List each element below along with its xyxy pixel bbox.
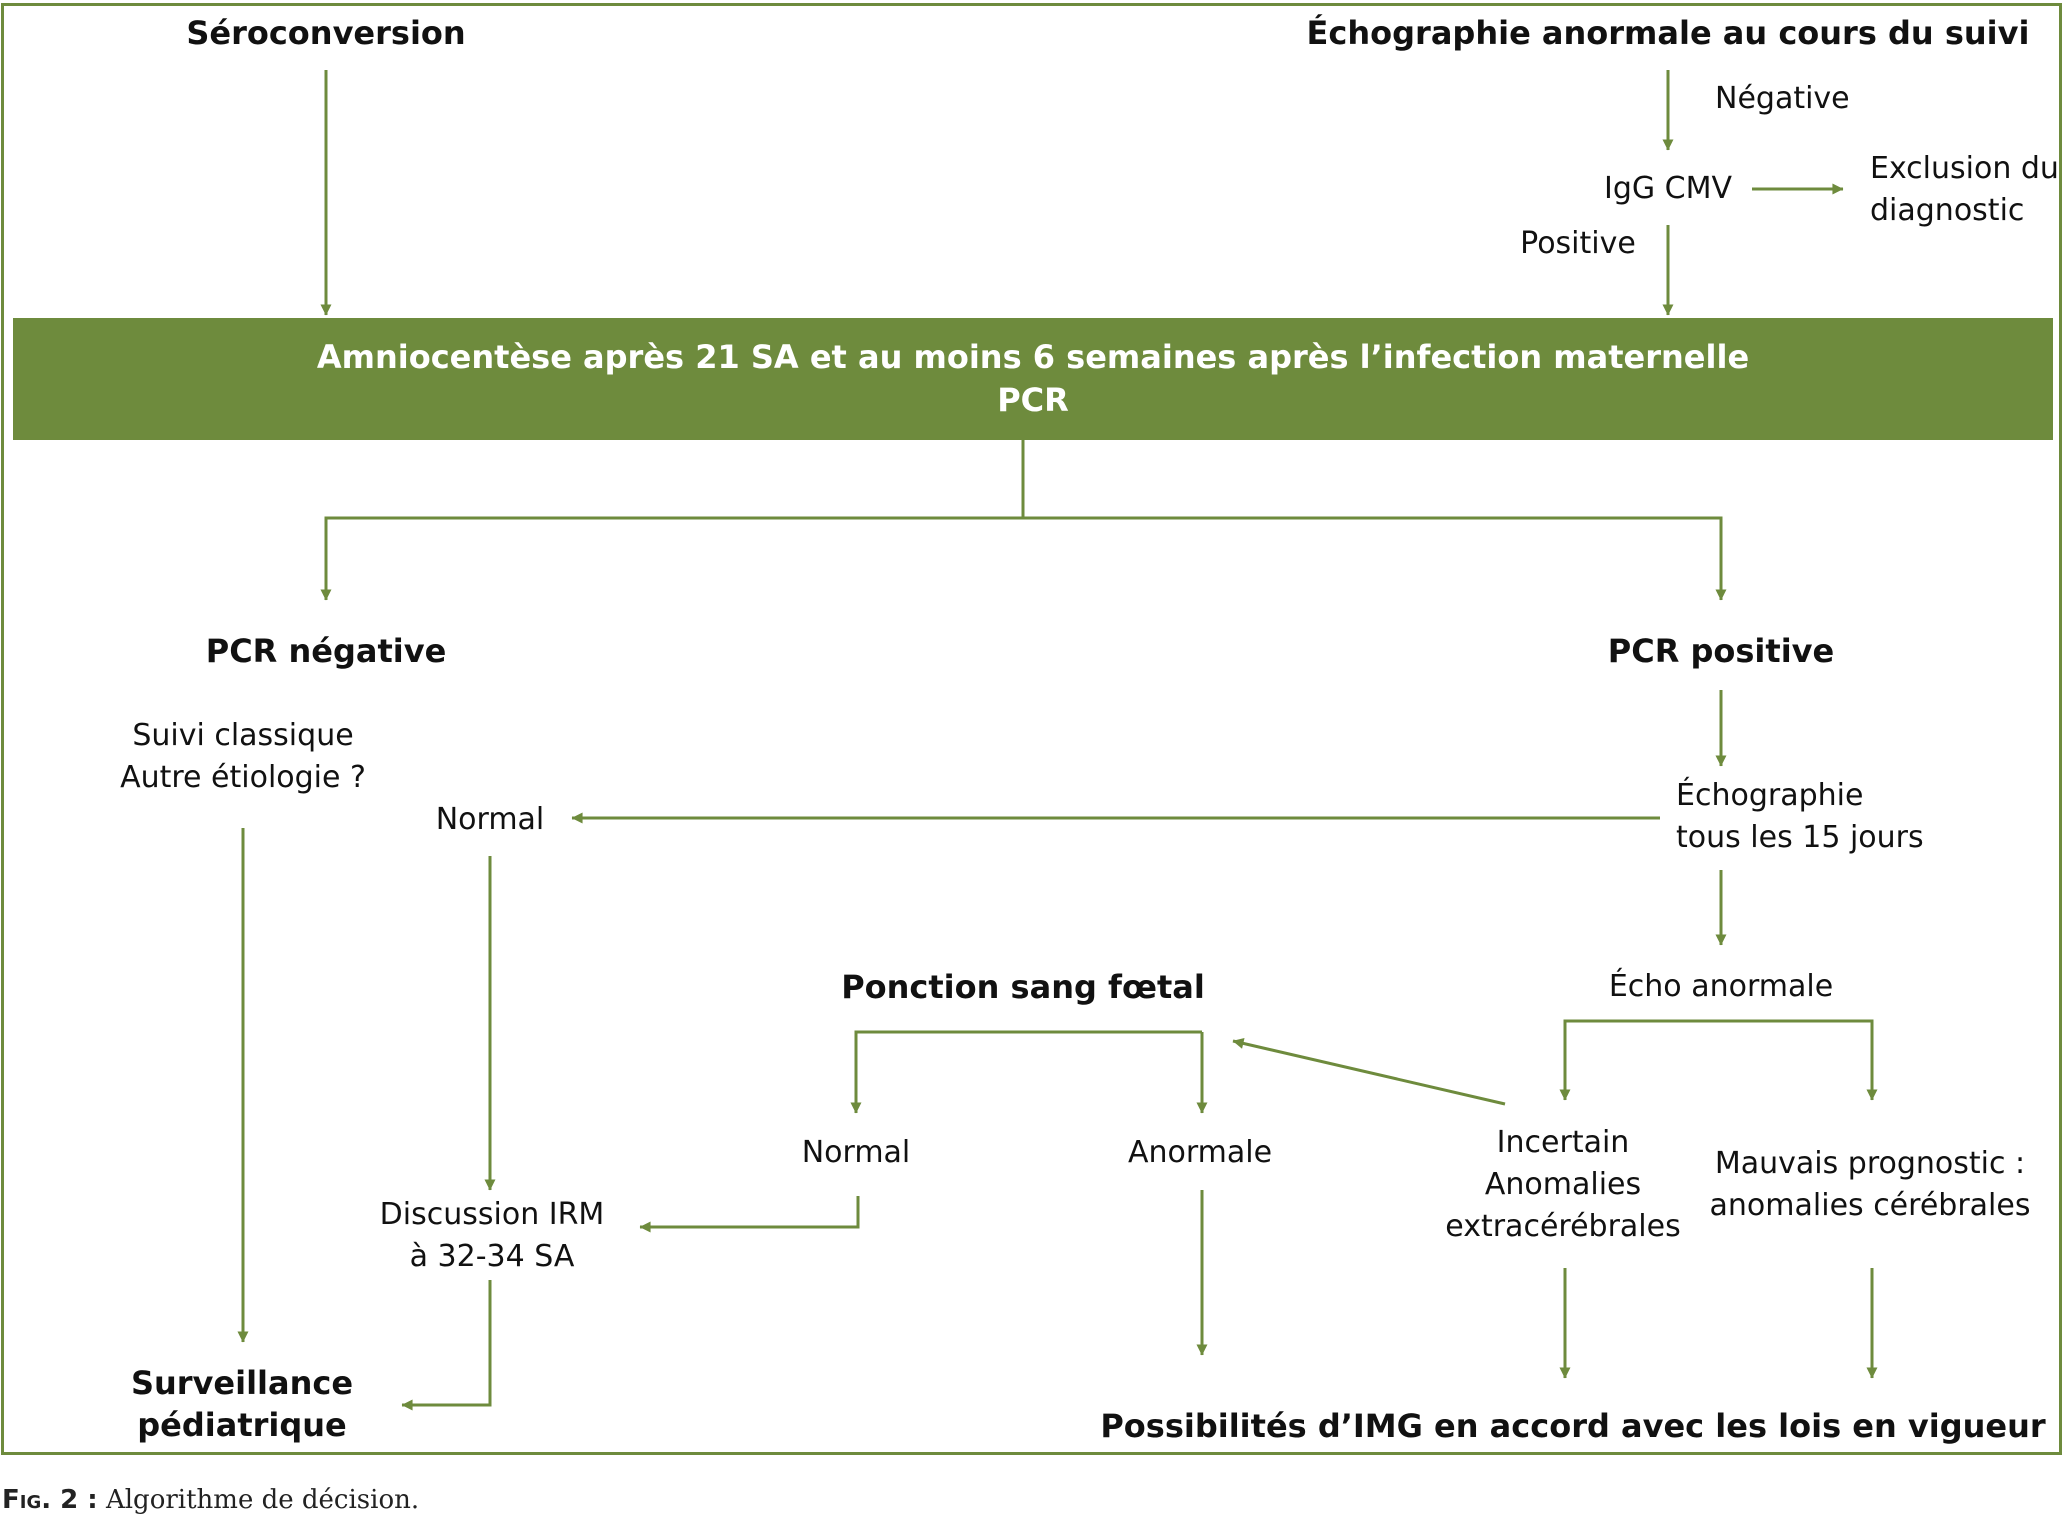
label-positive: Positive [1520,226,1636,261]
caption-label: Fig. 2 : [2,1485,98,1515]
arrow-echo-anormale-to-incertain [1559,1019,1721,1101]
arrow-normal2-to-discussion [639,1196,860,1233]
node-pcr-negative: PCR négative [205,632,447,670]
arrow-discussion-to-surveillance [401,1280,492,1411]
banner-line-1: Amniocentèse après 21 SA et au moins 6 s… [316,338,1750,376]
node-pcr-positive: PCR positive [1607,632,1835,670]
diagram-frame [1,3,2062,1455]
node-echographie-anormale-suivi: Échographie anormale au cours du suivi [1306,14,2030,52]
figure-caption: Fig. 2 : Algorithme de décision. [2,1485,419,1515]
node-ponction-sang-foetal: Ponction sang fœtal [841,968,1205,1006]
node-igg-cmv: IgG CMV [1603,171,1733,206]
arrow-ponction-to-normal [850,1030,1202,1114]
node-normal-ponction: Normal [801,1135,911,1170]
label-negative: Négative [1715,81,1850,116]
node-mauvais-pronostic: Mauvais prognostic :anomalies cérébrales [1709,1146,2031,1223]
banner-line-2: PCR [997,381,1069,419]
node-echo-anormale: Écho anormale [1608,969,1834,1004]
node-anormale: Anormale [1127,1135,1273,1170]
banner-amniocentese: Amniocentèse après 21 SA et au moins 6 s… [13,318,2053,440]
node-normal-echographie: Normal [435,802,545,837]
caption-text: Algorithme de décision. [105,1485,420,1515]
arrow-echo-anormale-to-mauvais [1721,1019,1878,1101]
node-possibilites-img: Possibilités d’IMG en accord avec les lo… [1100,1407,2046,1445]
arrow-banner-to-pcr-negative [320,440,1025,601]
node-seroconversion: Séroconversion [186,14,466,52]
arrow-incertain-to-ponction [1232,1037,1506,1106]
arrow-banner-to-pcr-positive [1023,516,1727,601]
